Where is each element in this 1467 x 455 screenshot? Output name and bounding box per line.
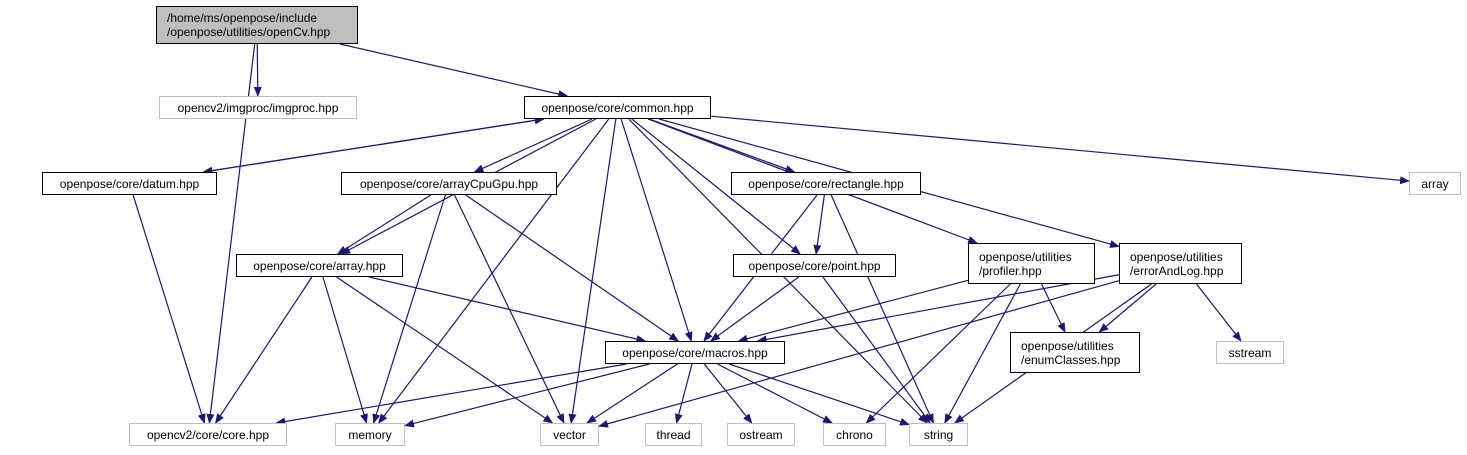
edge-errorAndLog-to-vector <box>598 280 1120 428</box>
edge-arrayCpuGpu-to-arrayHpp <box>336 194 432 255</box>
edge-arrayHpp-to-core <box>215 276 313 424</box>
edge-common-to-arrayCpuGpu <box>473 118 593 173</box>
edge-macros-to-string <box>728 363 910 426</box>
edge-errorAndLog-to-enumClasses <box>1098 283 1157 333</box>
edge-rectangle-to-point <box>813 194 825 255</box>
node-std-string: string <box>909 423 968 446</box>
edge-openCv-to-imgproc <box>253 43 262 97</box>
edge-profiler-to-chrono <box>865 283 1011 424</box>
node-core-arraycpugpu-hpp[interactable]: openpose/core/arrayCpuGpu.hpp <box>341 172 557 195</box>
node-std-array: array <box>1409 172 1461 195</box>
node-utilities-profiler-hpp[interactable]: openpose/utilities /profiler.hpp <box>968 243 1095 284</box>
edge-arrayHpp-to-memory <box>322 276 368 424</box>
node-opencv2-core: opencv2/core/core.hpp <box>129 423 287 446</box>
edge-macros-to-core <box>275 363 627 426</box>
node-std-ostream: ostream <box>727 423 795 446</box>
edge-rectangle-to-string <box>830 194 934 424</box>
edge-datum-to-core <box>132 194 206 424</box>
node-core-array-hpp[interactable]: openpose/core/array.hpp <box>236 254 403 277</box>
edge-openCv-to-common <box>339 43 569 98</box>
edge-arrayHpp-to-vector <box>336 276 554 424</box>
node-std-thread: thread <box>645 423 702 446</box>
edge-errorAndLog-to-macros <box>756 274 1120 344</box>
edge-common-to-vector <box>568 118 617 424</box>
edge-datum-to-common <box>203 116 545 173</box>
edge-macros-to-ostream <box>703 363 753 424</box>
edge-point-to-macros <box>709 276 800 342</box>
node-core-macros-hpp[interactable]: openpose/core/macros.hpp <box>605 341 785 364</box>
edge-common-to-point <box>631 118 801 255</box>
node-std-memory: memory <box>335 423 405 446</box>
edge-common-to-arrayStd <box>710 115 1410 185</box>
edge-profiler-to-macros <box>737 279 969 343</box>
edge-arrayHpp-to-macros <box>368 276 647 343</box>
node-core-datum-hpp[interactable]: openpose/core/datum.hpp <box>42 172 217 195</box>
node-utilities-enumclasses-hpp[interactable]: openpose/utilities /enumClasses.hpp <box>1010 332 1140 373</box>
edge-macros-to-memory <box>404 363 650 428</box>
node-core-common-hpp[interactable]: openpose/core/common.hpp <box>524 96 711 119</box>
edge-arrayCpuGpu-to-memory <box>372 194 446 424</box>
edge-common-to-rectangle <box>648 118 796 173</box>
node-std-sstream: sstream <box>1216 341 1284 364</box>
edge-common-to-macros <box>620 118 693 342</box>
edge-arrayCpuGpu-to-macros <box>465 194 680 342</box>
edge-errorAndLog-to-sstream <box>1196 283 1242 342</box>
node-std-vector: vector <box>540 423 599 446</box>
edge-macros-to-vector <box>586 363 678 424</box>
node-core-point-hpp[interactable]: openpose/core/point.hpp <box>733 254 896 277</box>
edge-point-to-string <box>822 276 931 424</box>
edge-common-to-memory <box>378 118 610 424</box>
node-opencv2-imgproc: opencv2/imgproc/imgproc.hpp <box>159 96 357 119</box>
node-opencv-hpp[interactable]: /home/ms/openpose/include /openpose/util… <box>156 6 358 44</box>
node-std-chrono: chrono <box>823 423 886 446</box>
edge-profiler-to-enumClasses <box>1040 283 1066 333</box>
edge-macros-to-thread <box>674 363 693 424</box>
edge-macros-to-chrono <box>717 363 834 424</box>
node-utilities-errorandlog-hpp[interactable]: openpose/utilities /errorAndLog.hpp <box>1119 243 1242 284</box>
node-core-rectangle-hpp[interactable]: openpose/core/rectangle.hpp <box>731 172 921 195</box>
edge-profiler-to-string <box>944 283 1021 424</box>
